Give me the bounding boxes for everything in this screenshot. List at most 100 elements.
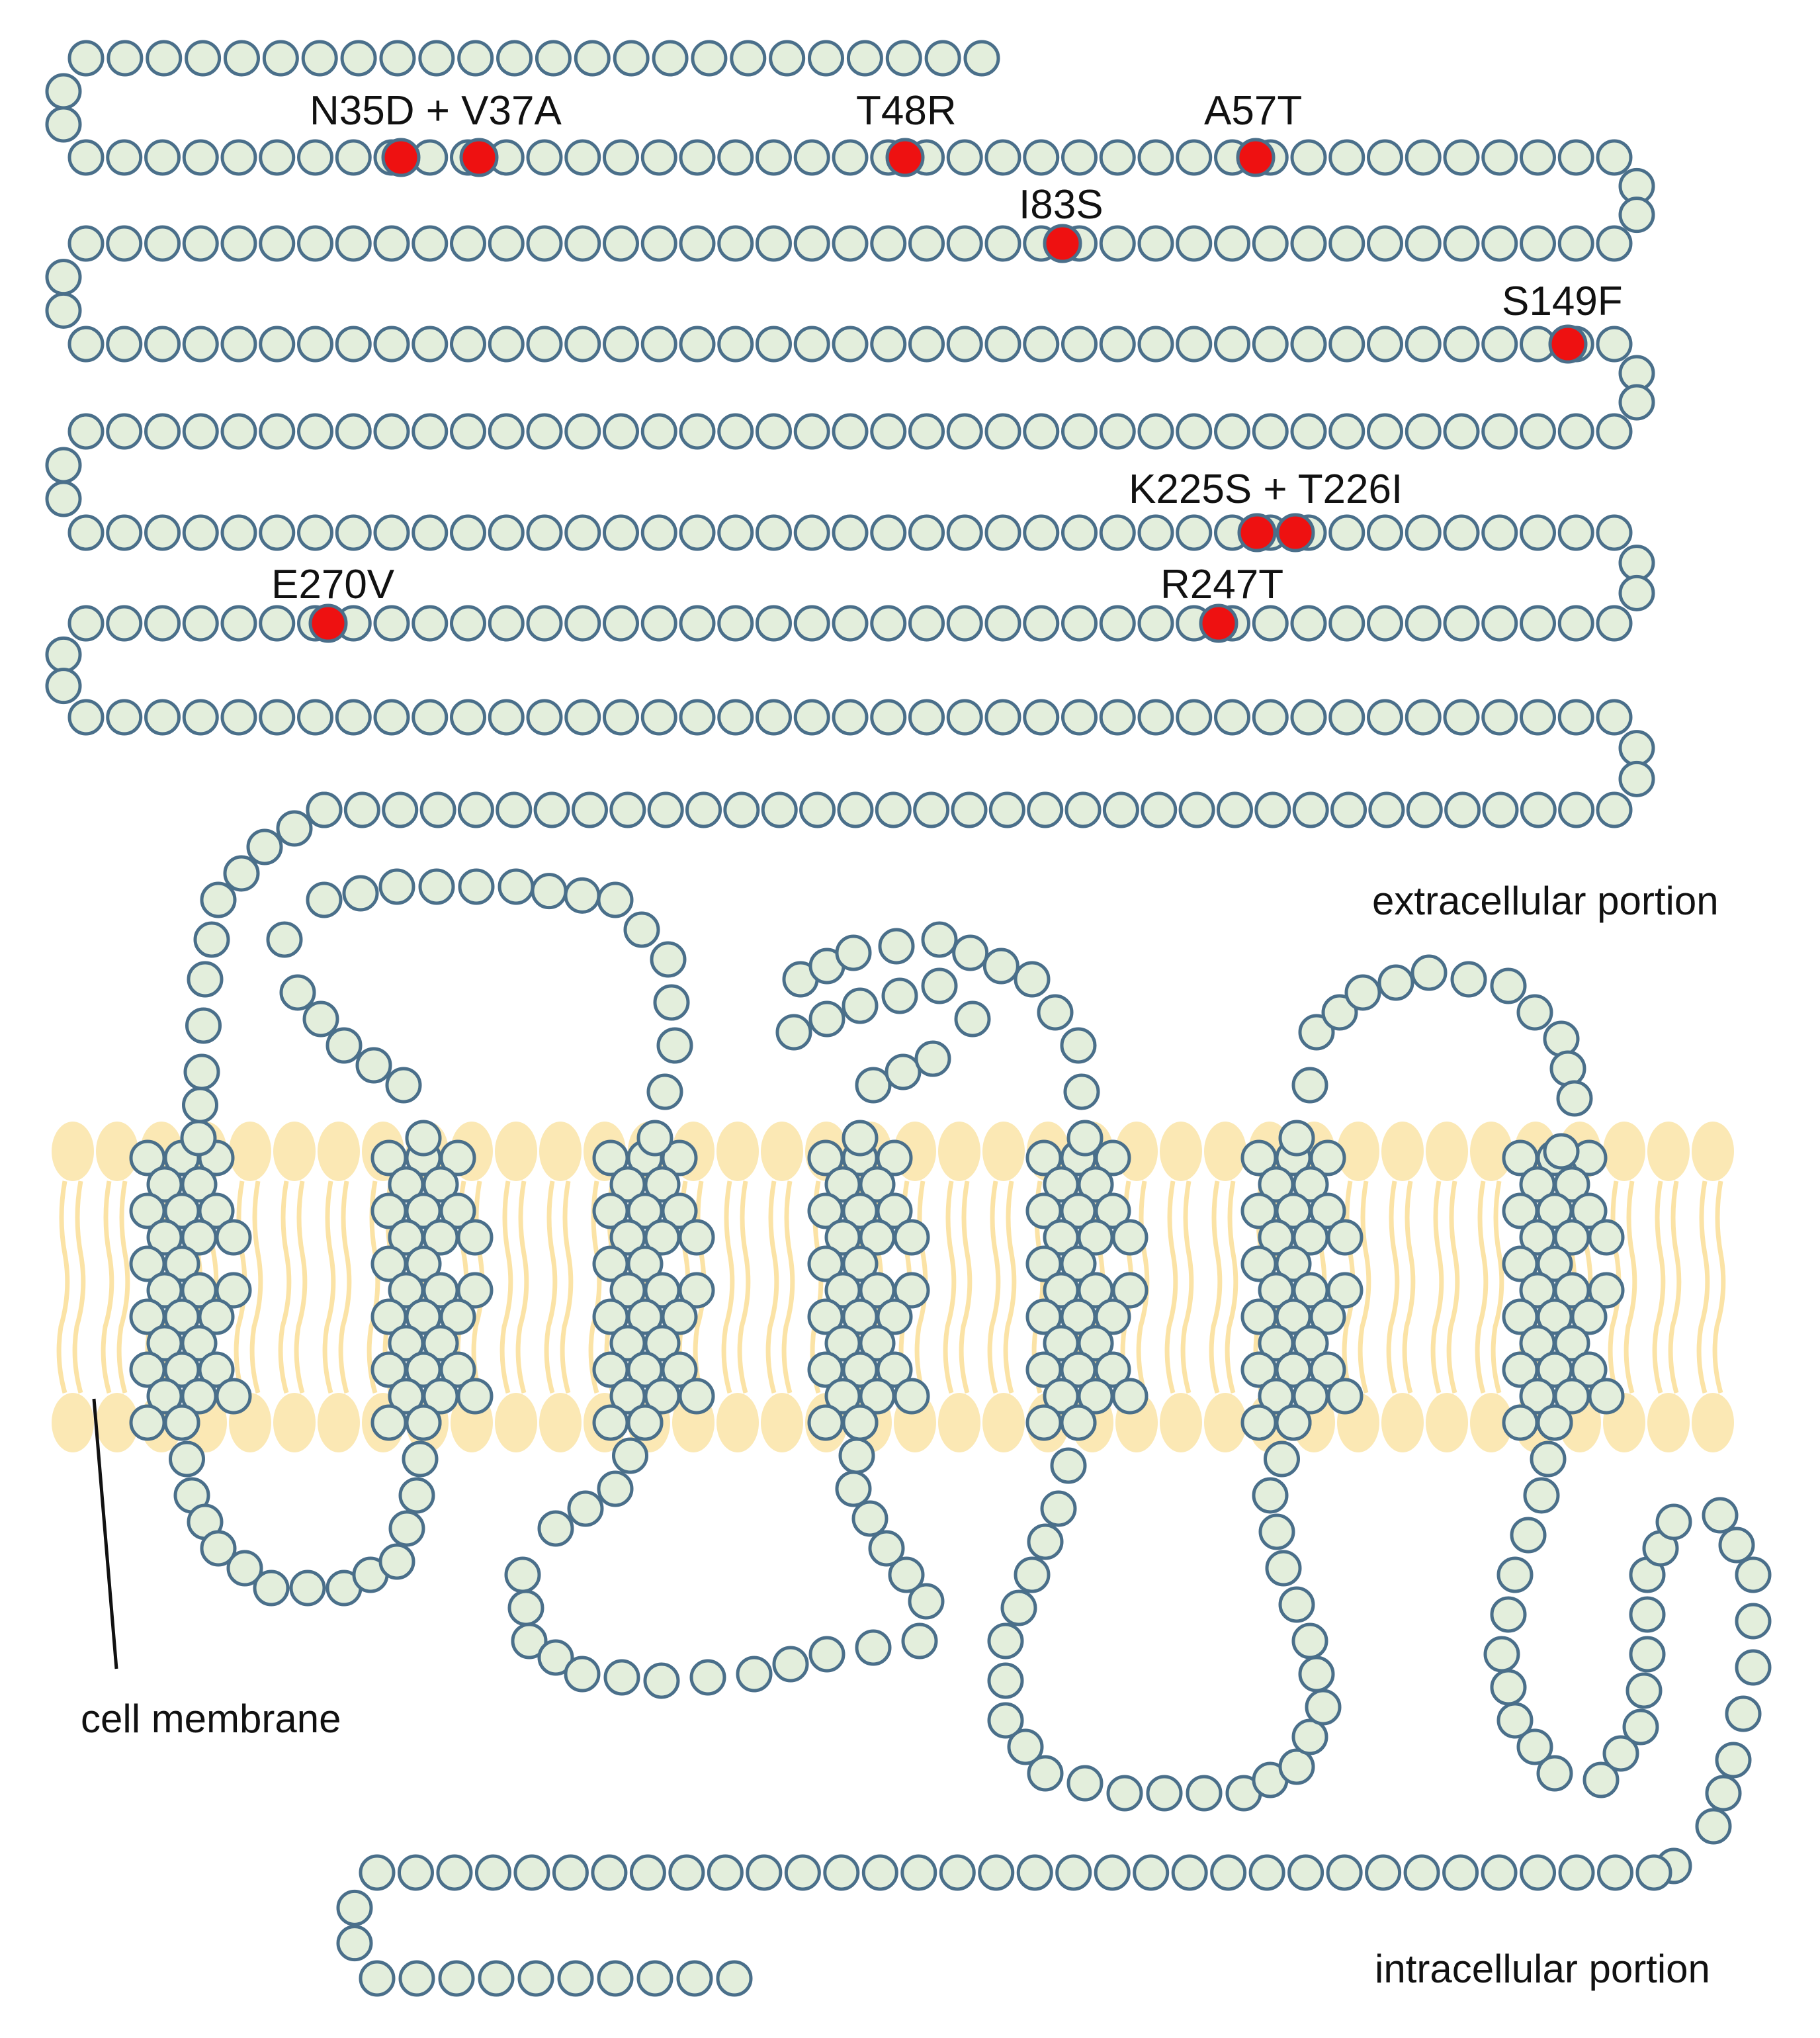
residue-bead xyxy=(1298,1656,1335,1693)
residue-bead xyxy=(717,413,754,450)
residue-bead xyxy=(45,73,82,110)
residue-bead xyxy=(220,139,257,176)
residue-bead xyxy=(107,40,144,77)
residue-bead xyxy=(1186,1775,1223,1812)
residue-bead xyxy=(647,791,684,828)
residue-bead xyxy=(629,1854,666,1891)
residue-bead xyxy=(1618,574,1655,611)
helix-residue xyxy=(893,1272,930,1309)
residue-bead xyxy=(1328,699,1365,736)
residue-bead xyxy=(1305,1689,1342,1726)
residue-bead xyxy=(220,225,257,262)
residue-bead xyxy=(793,326,830,363)
residue-bead xyxy=(276,810,313,847)
residue-bead xyxy=(603,514,639,551)
helix-residue xyxy=(1309,1139,1346,1176)
helix-residue xyxy=(181,1166,218,1203)
residue-bead xyxy=(984,699,1021,736)
residue-bead xyxy=(1655,1503,1692,1540)
mutation-label-n35d-v37a: N35D + V37A xyxy=(310,88,562,134)
helix-residue xyxy=(1077,1166,1114,1203)
residue-bead xyxy=(1405,139,1442,176)
residue-bead xyxy=(808,40,845,77)
helix-residue xyxy=(627,1245,664,1282)
residue-bead xyxy=(185,1007,222,1044)
residue-bead xyxy=(1061,413,1098,450)
membrane-lipid-head xyxy=(1470,1122,1512,1181)
residue-bead xyxy=(169,1440,205,1478)
residue-bead xyxy=(335,225,372,262)
residue-bead xyxy=(1405,326,1442,363)
residue-bead xyxy=(946,605,983,642)
residue-bead xyxy=(1406,791,1443,828)
residue-bead xyxy=(564,699,601,736)
membrane-lipid-tail xyxy=(1209,1180,1223,1394)
mutation-residue-dot xyxy=(1237,513,1277,553)
membrane-lipid-tail xyxy=(781,1180,795,1394)
residue-bead xyxy=(419,791,456,828)
helix-residue xyxy=(1571,1192,1608,1229)
residue-bead xyxy=(279,974,316,1011)
membrane-lipid-tail xyxy=(987,1180,1001,1394)
residue-bead xyxy=(259,326,296,363)
mutation-label-i83s: I83S xyxy=(1019,182,1104,228)
helix-residue xyxy=(661,1351,698,1388)
membrane-lipid-tail xyxy=(294,1180,308,1394)
residue-bead xyxy=(1055,1854,1092,1891)
membrane-lipid-head xyxy=(1204,1122,1246,1181)
residue-bead xyxy=(1557,413,1594,450)
residue-bead xyxy=(259,413,296,450)
residue-bead xyxy=(220,413,257,450)
residue-bead xyxy=(1265,1550,1302,1587)
residue-bead xyxy=(1252,699,1289,736)
residue-bead xyxy=(531,873,568,910)
helix-residue xyxy=(1094,1192,1131,1229)
residue-bead xyxy=(450,605,486,642)
residue-bead xyxy=(1099,699,1136,736)
residue-bead xyxy=(1328,413,1365,450)
residue-bead xyxy=(1176,225,1213,262)
residue-bead xyxy=(182,413,219,450)
residue-bead xyxy=(855,1629,892,1666)
membrane-lipid-tail xyxy=(721,1180,735,1394)
residue-bead xyxy=(535,40,572,77)
residue-bead xyxy=(591,1854,628,1891)
residue-bead xyxy=(564,413,601,450)
membrane-lipid-head xyxy=(1426,1122,1468,1181)
mutation-residue-dot xyxy=(308,603,348,643)
residue-bead xyxy=(1365,1854,1402,1891)
residue-bead xyxy=(855,1067,892,1104)
residue-bead xyxy=(1176,326,1213,363)
helix-residue xyxy=(1240,1404,1278,1441)
residue-bead xyxy=(870,699,907,736)
residue-bead xyxy=(1291,1067,1328,1104)
residue-bead xyxy=(1403,1854,1440,1891)
residue-bead xyxy=(1557,225,1594,262)
residue-bead xyxy=(1023,139,1060,176)
helix-residue xyxy=(422,1325,459,1362)
residue-bead xyxy=(761,791,798,828)
membrane-lipid-tail xyxy=(72,1180,86,1394)
helix-residue xyxy=(807,1404,844,1441)
helix-residue xyxy=(129,1404,166,1441)
residue-bead xyxy=(526,139,563,176)
residue-bead xyxy=(1483,1636,1520,1673)
residue-bead xyxy=(793,605,830,642)
membrane-lipid-head xyxy=(1160,1393,1202,1452)
residue-bead xyxy=(1176,139,1213,176)
helix-residue xyxy=(1111,1378,1148,1415)
residue-bead xyxy=(526,225,563,262)
residue-bead xyxy=(488,413,525,450)
residue-bead xyxy=(946,139,983,176)
membrane-lipid-tail xyxy=(1712,1180,1726,1394)
residue-bead xyxy=(253,1570,290,1607)
helix-residue xyxy=(678,1272,715,1309)
membrane-lipid-tail xyxy=(101,1180,114,1394)
residue-bead xyxy=(297,225,333,262)
residue-bead xyxy=(552,1854,589,1891)
residue-bead xyxy=(533,791,570,828)
residue-bead xyxy=(1481,699,1518,736)
residue-bead xyxy=(1061,514,1098,551)
residue-bead xyxy=(355,1047,392,1084)
residue-bead xyxy=(1516,1728,1553,1765)
